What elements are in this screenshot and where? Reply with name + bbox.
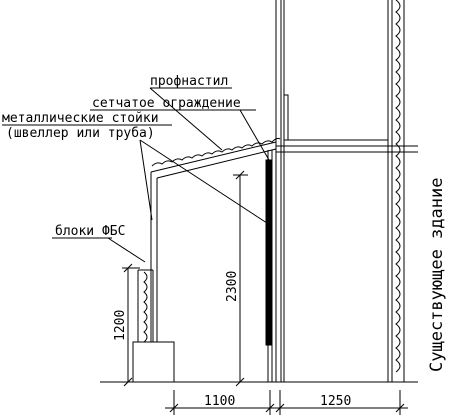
leader-lines (2, 87, 271, 263)
fbs-blocks (132, 269, 175, 383)
dim-1200: 1200 (113, 310, 128, 341)
label-posts-line1: металлические стойки (2, 111, 159, 126)
canopy-frame (150, 137, 281, 382)
dim-1100: 1100 (204, 394, 235, 409)
existing-building (275, 0, 418, 382)
dim-2300: 2300 (225, 271, 240, 302)
dim-1250: 1250 (320, 394, 351, 409)
dimension-lines (122, 170, 408, 415)
label-building: Существующее здание (427, 178, 447, 372)
label-fence: сетчатое ограждение (92, 96, 241, 111)
label-blocks: блоки ФБС (55, 224, 125, 239)
label-posts-line2: (швеллер или труба) (6, 126, 155, 141)
label-profnastil: профнастил (150, 74, 228, 89)
